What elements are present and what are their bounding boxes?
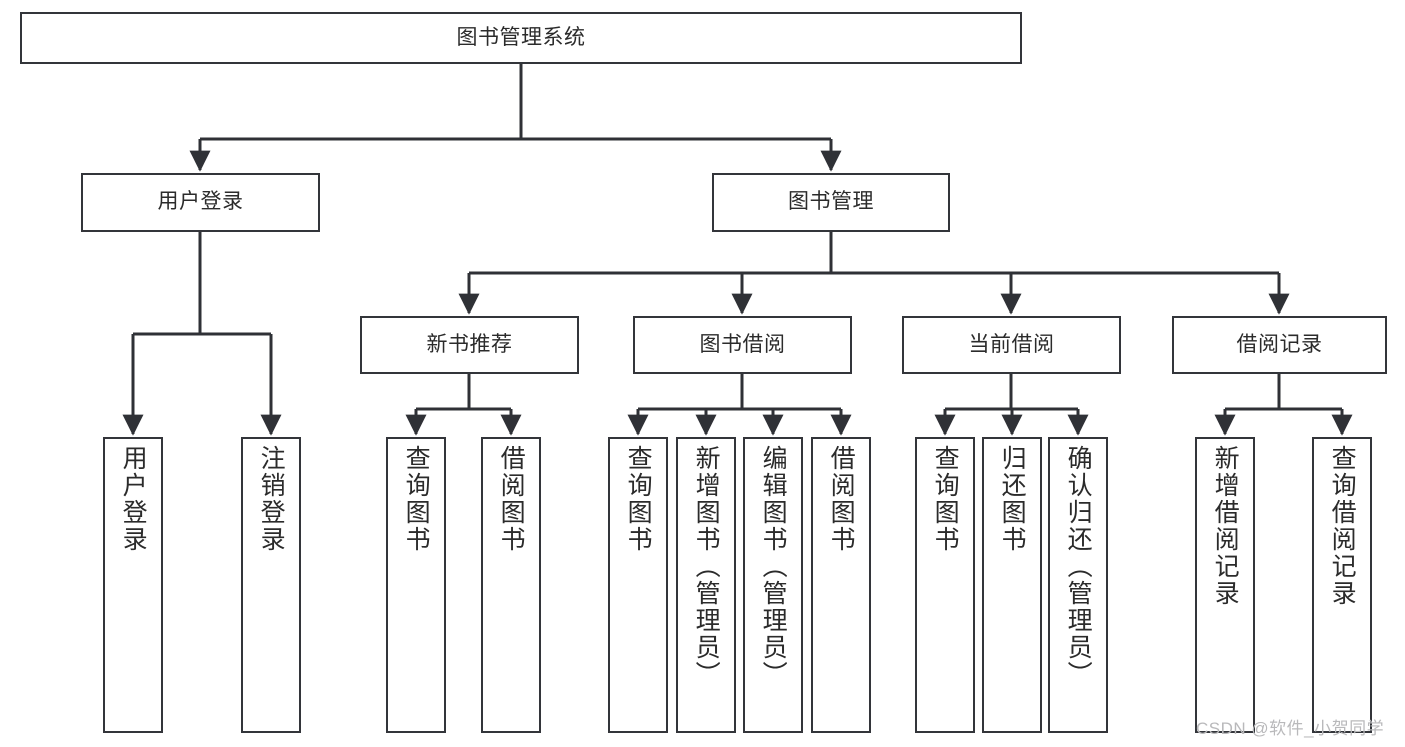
node-leaf-confirm-return[interactable]: 确认归还（管理员） xyxy=(1048,437,1108,733)
node-root-label: 图书管理系统 xyxy=(456,25,586,49)
node-leaf-query-book-3[interactable]: 查询图书 xyxy=(915,437,975,733)
node-book-borrow[interactable]: 图书借阅 xyxy=(633,316,852,374)
node-leaf-edit-book-label: 编辑图书（管理员） xyxy=(759,445,788,688)
node-leaf-borrow-book-2[interactable]: 借阅图书 xyxy=(811,437,871,733)
node-leaf-query-record[interactable]: 查询借阅记录 xyxy=(1312,437,1372,733)
node-book-manage-label: 图书管理 xyxy=(788,190,874,214)
node-book-manage[interactable]: 图书管理 xyxy=(712,173,950,232)
node-leaf-edit-book[interactable]: 编辑图书（管理员） xyxy=(743,437,803,733)
node-borrow-record-label: 借阅记录 xyxy=(1236,332,1323,356)
node-leaf-add-record-label: 新增借阅记录 xyxy=(1211,445,1240,607)
csdn-watermark: CSDN @软件_小贺同学 xyxy=(1196,719,1385,738)
node-book-borrow-label: 图书借阅 xyxy=(699,332,786,356)
node-leaf-return-book-label: 归还图书 xyxy=(998,445,1027,553)
node-current-borrow-label: 当前借阅 xyxy=(968,332,1055,356)
node-leaf-query-book-3-label: 查询图书 xyxy=(931,445,960,553)
node-leaf-borrow-book-1-label: 借阅图书 xyxy=(497,445,526,553)
node-borrow-record[interactable]: 借阅记录 xyxy=(1172,316,1387,374)
node-new-book-rec[interactable]: 新书推荐 xyxy=(360,316,579,374)
node-leaf-user-login-label: 用户登录 xyxy=(119,445,148,553)
node-leaf-borrow-book-2-label: 借阅图书 xyxy=(827,445,856,553)
node-new-book-rec-label: 新书推荐 xyxy=(426,332,513,356)
node-leaf-add-record[interactable]: 新增借阅记录 xyxy=(1195,437,1255,733)
node-leaf-query-book-1[interactable]: 查询图书 xyxy=(386,437,446,733)
node-current-borrow[interactable]: 当前借阅 xyxy=(902,316,1121,374)
node-leaf-borrow-book-1[interactable]: 借阅图书 xyxy=(481,437,541,733)
node-leaf-user-logout-label: 注销登录 xyxy=(257,445,286,553)
node-leaf-add-book[interactable]: 新增图书（管理员） xyxy=(676,437,736,733)
node-leaf-user-logout[interactable]: 注销登录 xyxy=(241,437,301,733)
node-leaf-add-book-label: 新增图书（管理员） xyxy=(692,445,721,688)
node-leaf-return-book[interactable]: 归还图书 xyxy=(982,437,1042,733)
node-root[interactable]: 图书管理系统 xyxy=(20,12,1022,64)
node-leaf-query-book-2[interactable]: 查询图书 xyxy=(608,437,668,733)
node-user-login-label: 用户登录 xyxy=(157,190,244,214)
node-leaf-user-login[interactable]: 用户登录 xyxy=(103,437,163,733)
node-leaf-query-record-label: 查询借阅记录 xyxy=(1328,445,1357,607)
node-user-login[interactable]: 用户登录 xyxy=(81,173,320,232)
node-leaf-confirm-return-label: 确认归还（管理员） xyxy=(1064,445,1093,688)
node-leaf-query-book-1-label: 查询图书 xyxy=(402,445,431,553)
node-leaf-query-book-2-label: 查询图书 xyxy=(624,445,653,553)
